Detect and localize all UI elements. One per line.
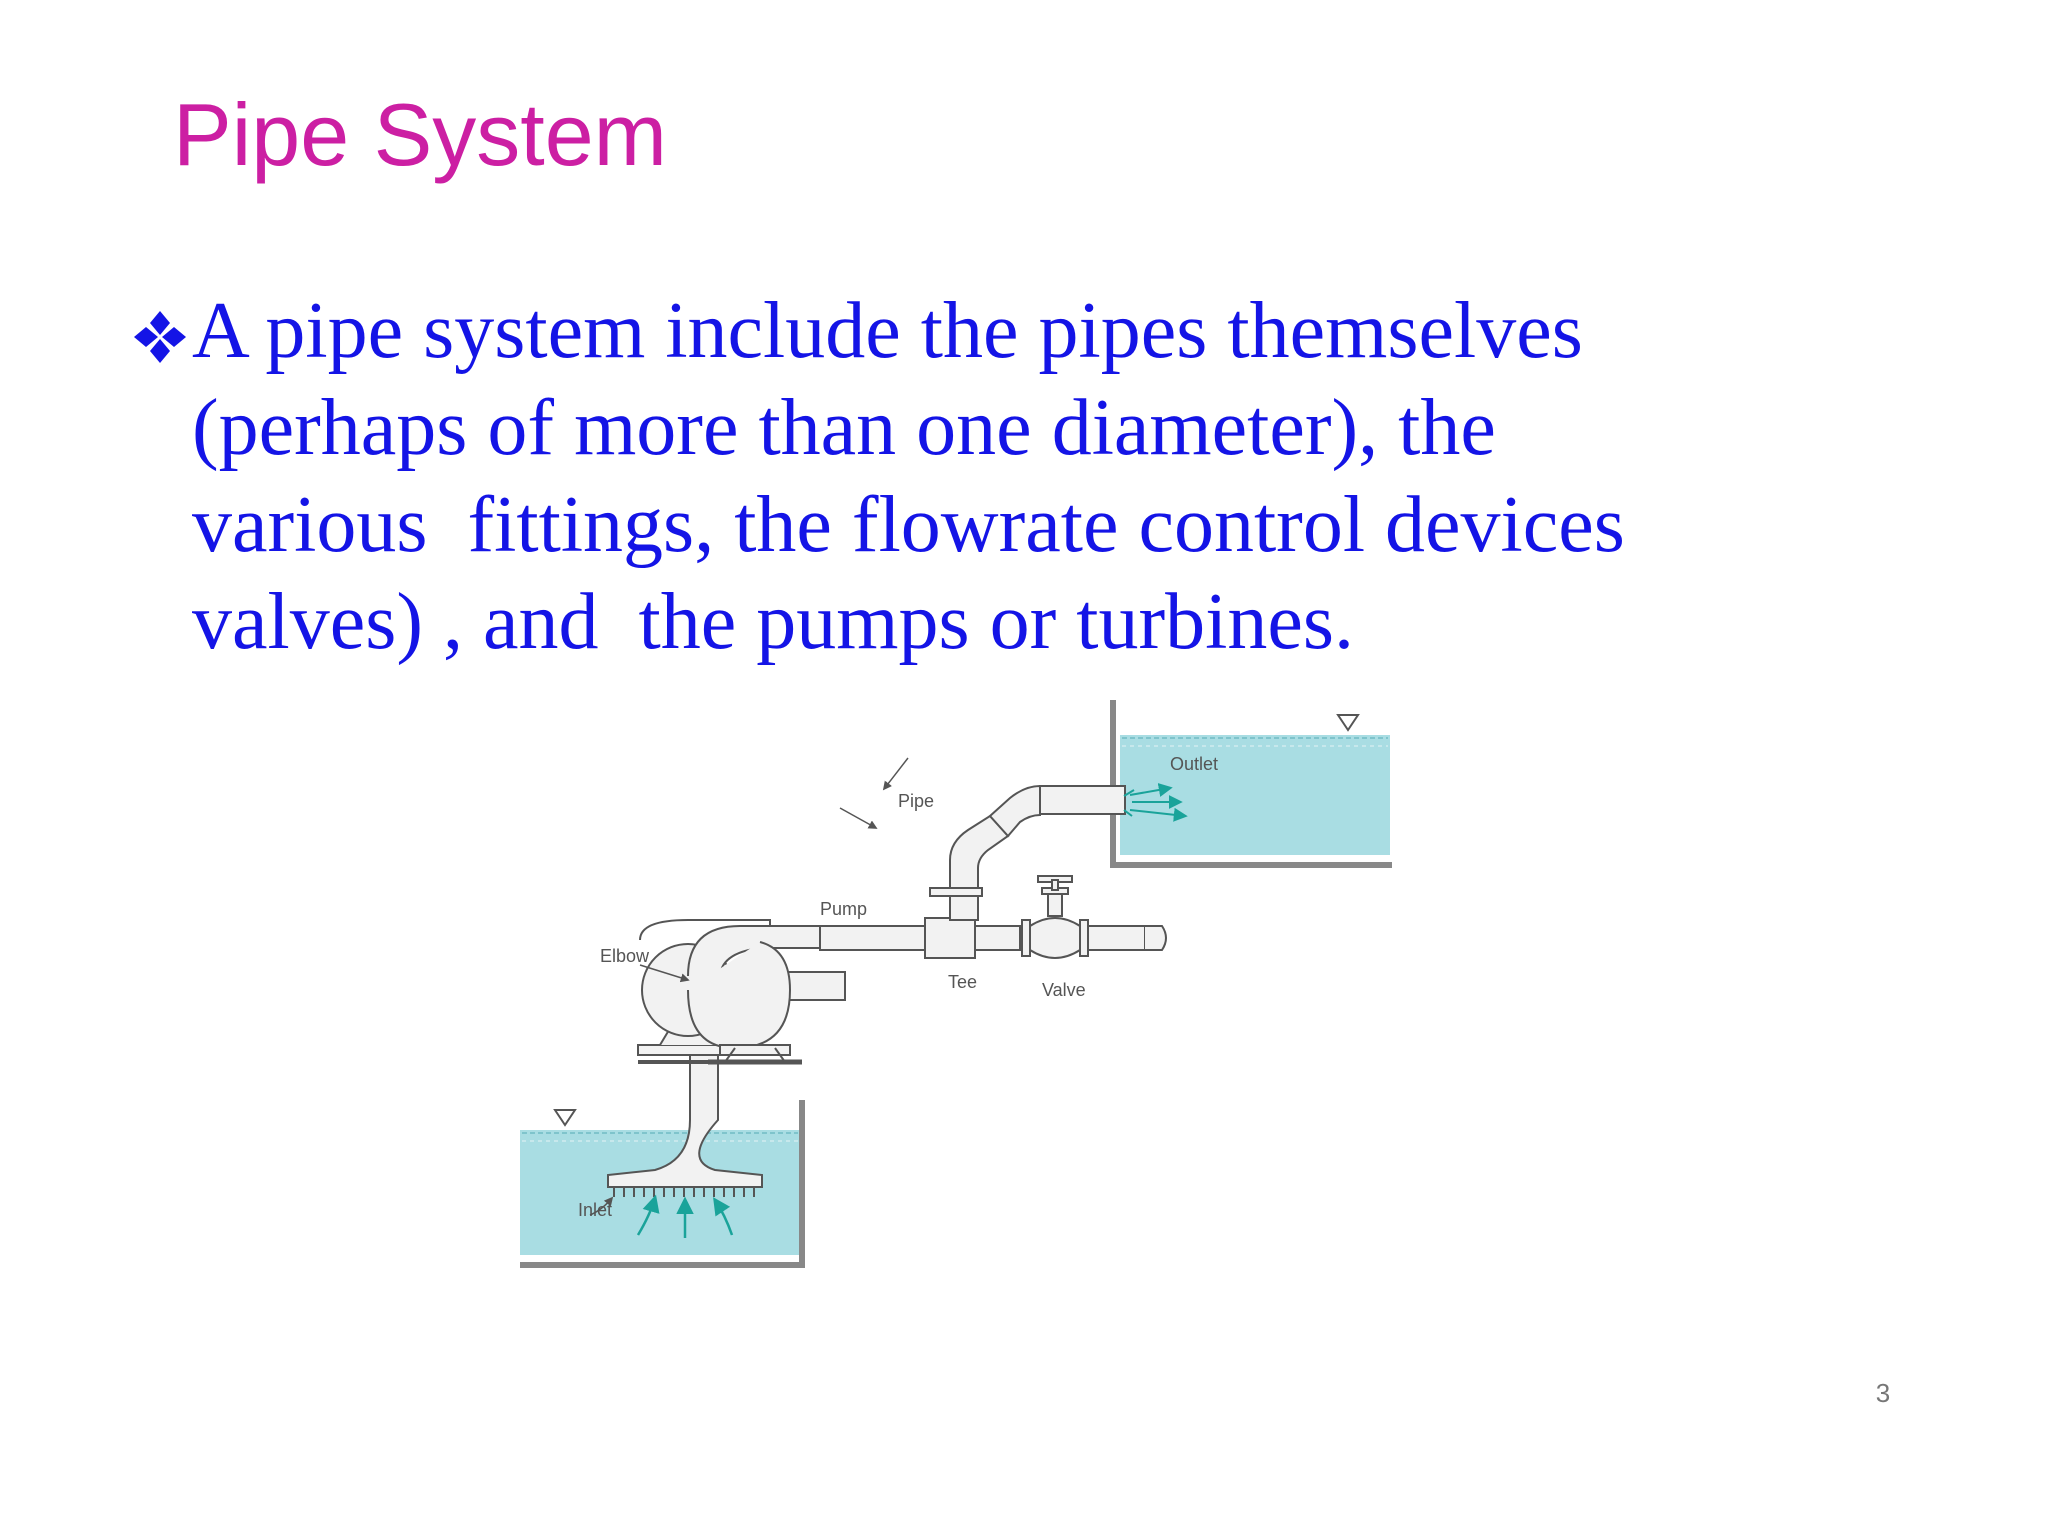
water-level-marker-icon: [553, 1109, 577, 1127]
label-pump: Pump: [820, 899, 867, 919]
pipe-system-diagram: Outlet Pipe Pump Elbow Tee Valve Inlet: [520, 700, 1392, 1268]
label-inlet: Inlet: [578, 1200, 612, 1220]
bullet-line: (perhaps of more than one diameter), the: [192, 384, 1496, 472]
outlet-flow-arrows: [1123, 783, 1188, 822]
bullet-line: various fittings, the flowrate control d…: [192, 481, 1625, 569]
page-number: 3: [1875, 1378, 1891, 1408]
inlet-flow-arrows: [636, 1194, 734, 1238]
slide-title: Pipe System: [173, 85, 667, 184]
water-level-marker-icon: [1336, 714, 1360, 732]
label-leaders: [589, 757, 909, 1216]
suction-pipe: [607, 1014, 763, 1197]
diamond-bullet-icon: [134, 311, 186, 363]
tee-fitting: [924, 887, 983, 959]
label-pipe: Pipe: [898, 791, 934, 811]
label-elbow: Elbow: [600, 946, 650, 966]
valve: [1021, 875, 1089, 959]
label-tee: Tee: [948, 972, 977, 992]
riser-pipe: [949, 784, 1126, 889]
bullet-line: valves) , and the pumps or turbines.: [192, 578, 1354, 666]
label-valve: Valve: [1042, 980, 1086, 1000]
label-outlet: Outlet: [1170, 754, 1218, 774]
bullet-line: A pipe system include the pipes themselv…: [192, 287, 1583, 375]
upper-tank: [1110, 700, 1392, 868]
discharge-pipe: [819, 925, 1167, 951]
